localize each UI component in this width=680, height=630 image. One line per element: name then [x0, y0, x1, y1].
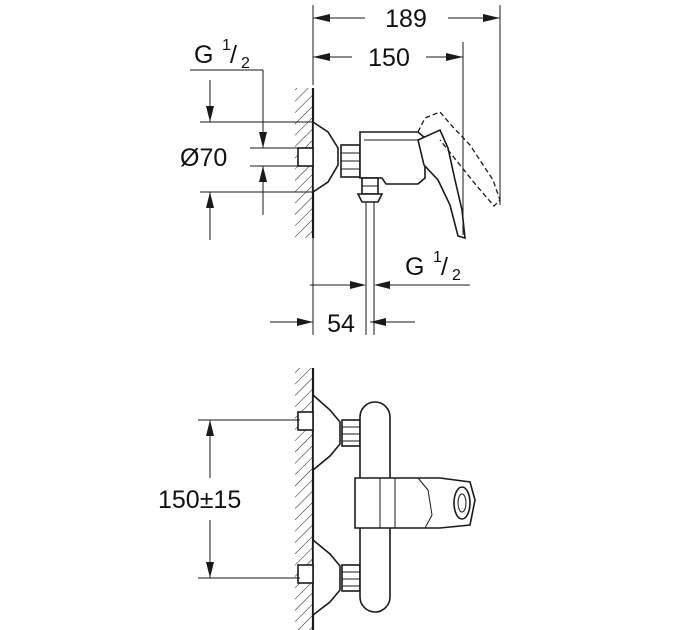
svg-text:G: G [194, 41, 213, 69]
lever-closed-top [417, 128, 466, 240]
inlet-stub-lower [297, 564, 314, 584]
flange-lower [312, 538, 341, 617]
side-view [295, 88, 501, 335]
lever-front [354, 477, 476, 529]
flange-upper [312, 393, 341, 472]
outlet-thread-label: G 1 / 2 [310, 249, 470, 289]
front-view [295, 368, 476, 630]
outlet-thread-denominator: 2 [452, 267, 461, 284]
dimension-189: 189 [312, 5, 501, 205]
inlet-stub-top [297, 147, 314, 167]
outlet-offset-label: 54 [327, 310, 355, 338]
handle-depth-label: 150 [368, 44, 410, 72]
dimension-150: 150 [313, 42, 464, 235]
inlet-spacing-label: 150±15 [158, 486, 241, 514]
flange-diameter-dimension: Ø70 [180, 80, 313, 240]
lever-tip-front [453, 486, 471, 520]
inlet-thread-label: G 1 / 2 [190, 37, 267, 215]
inlet-stub-upper [297, 411, 314, 431]
flange-top [312, 120, 339, 194]
inlet-thread-denominator: 2 [241, 55, 250, 72]
wall-hatching-bottom [295, 368, 313, 630]
svg-text:/: / [441, 253, 448, 281]
lever-open-dashed [417, 111, 501, 207]
svg-text:G: G [405, 253, 424, 281]
flange-diameter-label: Ø70 [180, 144, 227, 172]
outlet-thread-numerator: 1 [433, 249, 442, 266]
outlet-offset-dimension: 54 [270, 238, 415, 338]
nut-lower [341, 564, 361, 592]
nut-upper [341, 419, 361, 447]
inlet-thread-numerator: 1 [222, 37, 231, 54]
inlet-spacing-dimension: 150±15 [158, 419, 300, 579]
overall-depth-label: 189 [385, 5, 427, 33]
svg-text:/: / [230, 41, 237, 69]
